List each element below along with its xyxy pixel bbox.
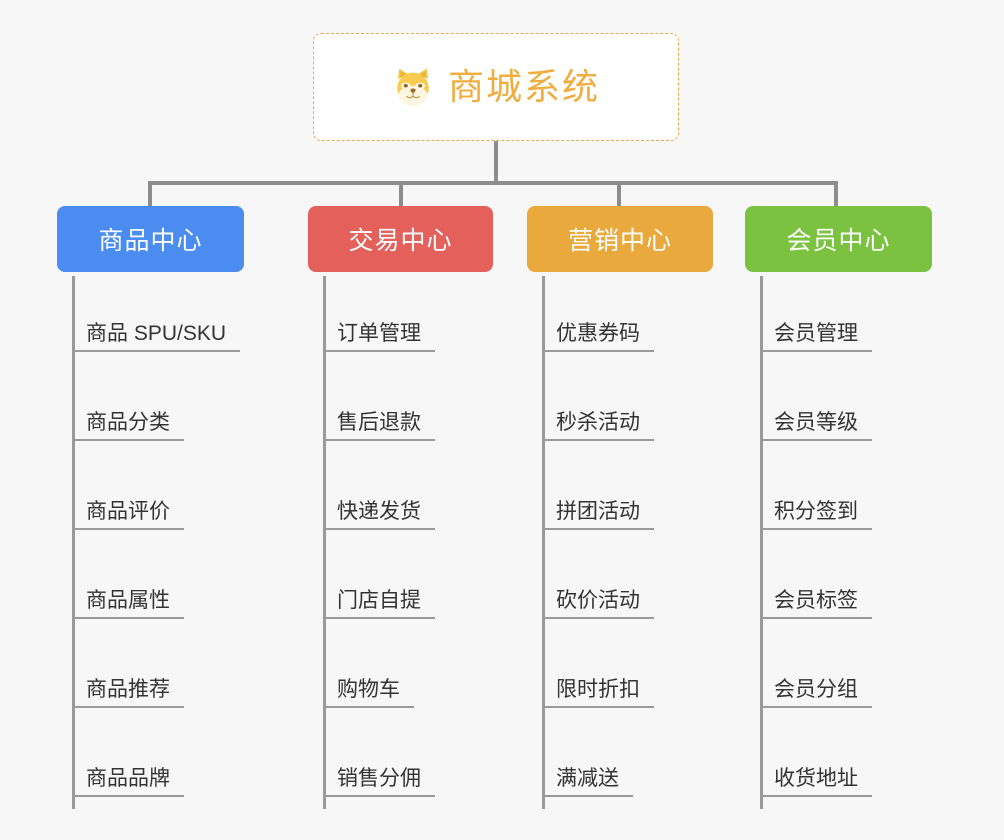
category-label: 商品中心 xyxy=(98,227,203,255)
leaf-label: 积分签到 xyxy=(774,499,858,523)
leaf-label: 砍价活动 xyxy=(556,588,640,612)
leaf-label: 收货地址 xyxy=(774,766,858,790)
leaf-label: 拼团活动 xyxy=(556,499,640,523)
category-label: 交易中心 xyxy=(348,227,453,255)
leaf-label: 购物车 xyxy=(337,677,400,701)
leaf-item[interactable]: 满减送 xyxy=(542,757,633,797)
leaf-label: 会员等级 xyxy=(774,410,858,434)
branch-trunk-marketing-center xyxy=(542,276,545,809)
leaf-label: 商品分类 xyxy=(86,410,170,434)
category-header-trade-center[interactable]: 交易中心 xyxy=(308,206,493,272)
leaf-label: 门店自提 xyxy=(337,588,421,612)
leaf-label: 售后退款 xyxy=(337,410,421,434)
connector-drop-product-center xyxy=(148,181,152,207)
branch-trunk-product-center xyxy=(72,276,75,809)
branch-trunk-member-center xyxy=(760,276,763,809)
leaf-label: 会员管理 xyxy=(774,321,858,345)
category-label: 会员中心 xyxy=(786,227,891,255)
connector-drop-member-center xyxy=(834,181,838,207)
leaf-label: 商品评价 xyxy=(86,499,170,523)
leaf-item[interactable]: 订单管理 xyxy=(323,312,435,352)
category-label: 营销中心 xyxy=(567,227,672,255)
root-node[interactable]: 商城系统 xyxy=(313,33,679,141)
leaf-label: 商品属性 xyxy=(86,588,170,612)
leaf-item[interactable]: 售后退款 xyxy=(323,401,435,441)
leaf-item[interactable]: 商品评价 xyxy=(72,490,184,530)
leaf-item[interactable]: 会员标签 xyxy=(760,579,872,619)
leaf-item[interactable]: 拼团活动 xyxy=(542,490,654,530)
leaf-label: 订单管理 xyxy=(337,321,421,345)
leaf-label: 满减送 xyxy=(556,766,619,790)
leaf-item[interactable]: 商品属性 xyxy=(72,579,184,619)
leaf-label: 商品推荐 xyxy=(86,677,170,701)
leaf-label: 商品品牌 xyxy=(86,766,170,790)
leaf-label: 会员标签 xyxy=(774,588,858,612)
leaf-item[interactable]: 会员管理 xyxy=(760,312,872,352)
leaf-label: 会员分组 xyxy=(774,677,858,701)
connector-horizontal-bus xyxy=(148,181,838,185)
leaf-item[interactable]: 购物车 xyxy=(323,668,414,708)
leaf-item[interactable]: 会员等级 xyxy=(760,401,872,441)
leaf-item[interactable]: 快递发货 xyxy=(323,490,435,530)
leaf-item[interactable]: 砍价活动 xyxy=(542,579,654,619)
leaf-item[interactable]: 秒杀活动 xyxy=(542,401,654,441)
leaf-label: 商品 SPU/SKU xyxy=(86,321,227,345)
leaf-item[interactable]: 收货地址 xyxy=(760,757,872,797)
connector-drop-trade-center xyxy=(399,181,403,207)
connector-root-stem xyxy=(494,141,498,185)
leaf-label: 限时折扣 xyxy=(556,677,640,701)
leaf-item[interactable]: 积分签到 xyxy=(760,490,872,530)
leaf-item[interactable]: 商品分类 xyxy=(72,401,184,441)
leaf-item[interactable]: 会员分组 xyxy=(760,668,872,708)
leaf-item[interactable]: 限时折扣 xyxy=(542,668,654,708)
shiba-dog-face-icon xyxy=(397,68,429,107)
category-header-member-center[interactable]: 会员中心 xyxy=(745,206,932,272)
connector-drop-marketing-center xyxy=(617,181,621,207)
category-header-product-center[interactable]: 商品中心 xyxy=(57,206,244,272)
branch-trunk-trade-center xyxy=(323,276,326,809)
leaf-item[interactable]: 商品品牌 xyxy=(72,757,184,797)
leaf-label: 秒杀活动 xyxy=(556,410,640,434)
leaf-item[interactable]: 商品 SPU/SKU xyxy=(72,312,241,352)
category-header-marketing-center[interactable]: 营销中心 xyxy=(527,206,713,272)
leaf-item[interactable]: 优惠券码 xyxy=(542,312,654,352)
leaf-label: 销售分佣 xyxy=(337,766,421,790)
leaf-item[interactable]: 门店自提 xyxy=(323,579,435,619)
leaf-label: 优惠券码 xyxy=(556,321,640,345)
root-title: 商城系统 xyxy=(447,66,600,107)
leaf-item[interactable]: 销售分佣 xyxy=(323,757,435,797)
leaf-label: 快递发货 xyxy=(337,499,421,523)
leaf-item[interactable]: 商品推荐 xyxy=(72,668,184,708)
